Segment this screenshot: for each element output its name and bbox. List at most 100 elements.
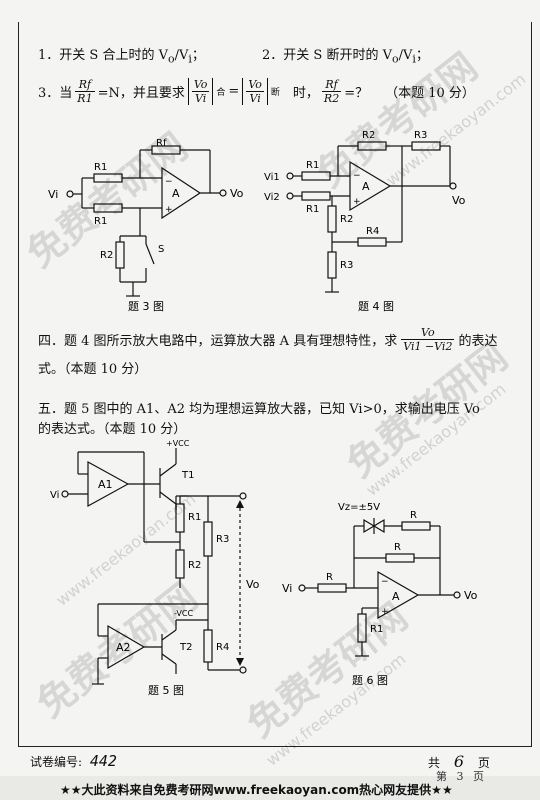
- fig4-caption: 题 4 图: [358, 300, 394, 313]
- fig3-label-r1b: R1: [94, 216, 107, 227]
- fig5-label-a2: A2: [116, 641, 131, 654]
- fig3-label-vo: Vo: [230, 187, 244, 200]
- frac-num: Rf: [321, 78, 342, 92]
- page-current: 第 3 页: [436, 768, 484, 784]
- fig3-label-r1a: R1: [94, 162, 107, 173]
- item-text: 3．当: [38, 86, 73, 101]
- fig6-label-r1: R1: [370, 624, 383, 635]
- fig5-label-r4: R4: [216, 642, 229, 653]
- item-sub: i: [412, 52, 416, 66]
- fig3-plus: +: [165, 205, 173, 215]
- item-text: 1．开关 S 合上时的 V: [38, 48, 168, 63]
- item-text: ；: [415, 48, 429, 63]
- page-total-label: 共: [428, 756, 441, 770]
- fig5-label-vi: Vi: [50, 490, 59, 501]
- arrow-up-icon: [236, 500, 244, 508]
- fig4-plus: +: [353, 197, 361, 207]
- fig3-label-rf: Rf: [156, 138, 167, 149]
- question-5-line2: 的表达式。（本题 10 分）: [38, 422, 187, 437]
- fig6-label-r-top: R: [410, 510, 417, 521]
- fig3-minus: −: [165, 177, 173, 187]
- page-current-value: 3: [456, 770, 464, 783]
- fig4-label-r2top: R2: [362, 130, 375, 141]
- arrow-down-icon: [236, 658, 244, 666]
- fig3-label-s: S: [158, 244, 164, 255]
- fig4-label-vi1: Vi1: [264, 172, 280, 183]
- frac-den: R1: [77, 92, 93, 105]
- page-unit: 页: [473, 770, 484, 783]
- frac-den: Vi: [194, 92, 207, 105]
- fig6-label-r-in: R: [326, 572, 333, 583]
- abs-sub: 合: [216, 88, 226, 98]
- figure-5-circuit: +VCC A1 T1 Vi R1 R2 R3 Vo -VCC A2 T2 R4 …: [50, 439, 260, 697]
- fig5-label-r3: R3: [216, 534, 229, 545]
- fig5-label-t2: T2: [179, 642, 192, 653]
- q4-text: 四．题 4 图所示放大电路中，运算放大器 A 具有理想特性，求: [38, 334, 398, 349]
- fig5-label-t1: T1: [181, 470, 194, 481]
- fig5-caption: 题 5 图: [148, 684, 184, 697]
- abs-sub: 断: [270, 88, 280, 98]
- fig3-label-r2: R2: [100, 250, 113, 261]
- frac-num: Vo: [246, 78, 264, 92]
- frac-den: R2: [323, 92, 340, 105]
- fig5-label-a1: A1: [98, 478, 113, 491]
- fig6-label-vz: Vz=±5V: [338, 502, 380, 513]
- fig3-caption: 题 3 图: [128, 300, 164, 312]
- fig3-label-amp: A: [172, 187, 180, 200]
- question-4-line2: 式。（本题 10 分）: [38, 362, 148, 377]
- page-unit: 页: [477, 756, 490, 770]
- figure-6-circuit: Vz=±5V R R Vi R A − + Vo R1 题 6 图: [282, 502, 478, 687]
- fig6-plus: +: [381, 607, 389, 617]
- frac-den: Vi: [249, 92, 261, 105]
- fig4-label-r2: R2: [340, 214, 353, 225]
- item-sub: i: [188, 52, 192, 66]
- fig6-minus: −: [381, 577, 389, 587]
- item-text: =: [228, 84, 240, 99]
- score-note: （本题 10 分）: [385, 86, 475, 101]
- fig6-label-vi: Vi: [282, 582, 292, 595]
- item-text: ；: [191, 48, 205, 63]
- item-sub: o: [167, 52, 175, 66]
- frac-num: Rf: [75, 78, 95, 92]
- page-border: [18, 22, 532, 747]
- exam-number-label: 试卷编号:: [30, 755, 83, 769]
- fig5-label-vcc-bot: -VCC: [174, 609, 193, 618]
- page-total: 共 6 页: [428, 752, 490, 771]
- exam-number: 试卷编号: 442: [30, 752, 117, 770]
- page-total-value: 6: [453, 752, 465, 771]
- exam-number-value: 442: [89, 752, 117, 770]
- frac-den: Vi1 −Vi2: [403, 340, 453, 353]
- figure-3-circuit: Rf R1 R1 Vi A − + Vo R2 S 题 3 图: [48, 138, 244, 312]
- item-text: /V: [174, 48, 189, 63]
- footer-banner-bar: [0, 776, 540, 800]
- fig6-label-vo: Vo: [464, 589, 478, 602]
- question-5-line1: 五．题 5 图中的 A1、A2 均为理想运算放大器，已知 Vi>0，求输出电压 …: [38, 402, 480, 417]
- q4-text: 的表达: [458, 334, 498, 349]
- footer-banner: ★★大此资料来自免费考研网www.freekaoyan.com热心网友提供★★: [60, 783, 453, 797]
- fig6-label-r-mid: R: [394, 542, 401, 553]
- item-text: =N，并且要求: [97, 86, 185, 101]
- fig5-label-vcc-top: +VCC: [166, 439, 190, 448]
- fig5-label-r1: R1: [188, 512, 201, 523]
- frac-num: Vo: [191, 78, 210, 92]
- fig4-label-vi2: Vi2: [264, 192, 280, 203]
- fig4-label-vo: Vo: [452, 194, 466, 207]
- fig4-label-r3: R3: [340, 260, 353, 271]
- fig3-label-vi: Vi: [48, 188, 58, 201]
- fig4-minus: −: [353, 171, 361, 181]
- item-text: 2．开关 S 断开时的 V: [262, 48, 392, 63]
- fig4-label-r4: R4: [366, 226, 379, 237]
- frac-num: Vo: [401, 326, 455, 340]
- figure-4-circuit: R2 R3 Vi1 Vi2 R1 R1 A − + Vo R2 R4 R3 题 …: [264, 130, 466, 313]
- fig6-label-amp: A: [392, 590, 400, 603]
- fig4-label-r1b: R1: [306, 204, 319, 215]
- item-text: /V: [398, 48, 413, 63]
- question-item-2: 2．开关 S 断开时的 Vo/Vi；: [262, 44, 429, 66]
